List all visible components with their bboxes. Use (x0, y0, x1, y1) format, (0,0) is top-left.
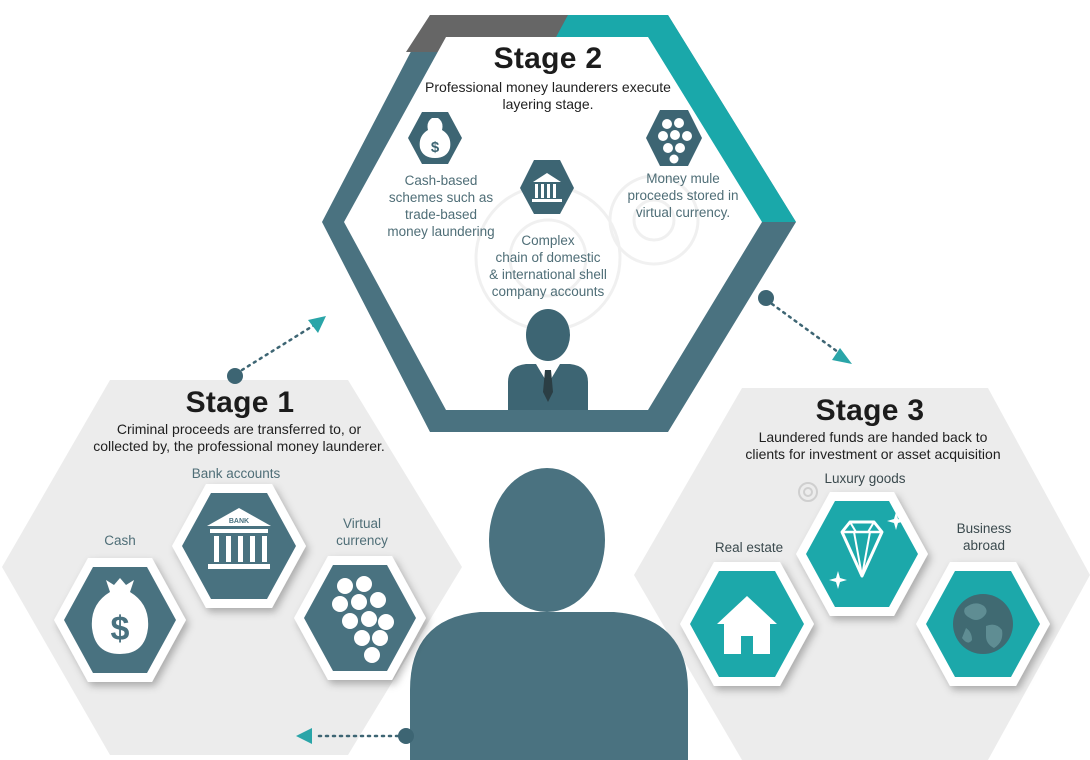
stage3-real-estate-label: Real estate (714, 540, 784, 555)
money-bag-icon: $ (408, 112, 462, 164)
stage2-title: Stage 2 (493, 42, 603, 75)
stage2-cash-schemes-label: Cash-based schemes such as trade-based m… (378, 172, 504, 240)
stage3-title: Stage 3 (815, 394, 925, 427)
stage2-description-line: layering stage. (502, 96, 594, 112)
stage2-description-line: Professional money launderers execute (425, 79, 671, 95)
stage1-cash-label: Cash (104, 533, 136, 548)
label-line: & international shell (489, 267, 607, 282)
stage1-description: Criminal proceeds are transferred to, or… (70, 421, 408, 455)
person-silhouette (410, 468, 688, 760)
coins-icon (294, 556, 426, 680)
label-line: Virtual (342, 516, 382, 531)
label-line: abroad (962, 538, 1006, 553)
label-line: Money mule (646, 171, 720, 186)
person-suit-icon (508, 309, 588, 410)
gear-icon (798, 482, 818, 502)
label-line: Complex (521, 233, 575, 248)
flow-arrow-2-to-3 (758, 290, 852, 364)
stage2-money-mule-label: Money mule proceeds stored in virtual cu… (620, 170, 746, 221)
stage3-luxury-goods-label: Luxury goods (824, 471, 906, 486)
label-line: currency (336, 533, 388, 548)
bank-building-icon (520, 160, 574, 214)
label-line: money laundering (387, 224, 495, 239)
globe-icon (916, 562, 1050, 686)
stage1-title: Stage 1 (185, 386, 295, 419)
svg-text:BANK: BANK (229, 518, 249, 525)
stage2-shell-accounts-label: Complex chain of domestic & internationa… (484, 232, 612, 300)
label-line: Business (956, 521, 1012, 536)
stage3-description-line: Laundered funds are handed back to (758, 429, 988, 445)
label-line: proceeds stored in (627, 188, 739, 203)
label-line: schemes such as (388, 190, 494, 205)
stage3-description: Laundered funds are handed back to clien… (728, 429, 1018, 463)
bank-building-icon: BANK (172, 484, 306, 608)
stage1-bank-accounts-label: Bank accounts (191, 466, 281, 481)
label-line: chain of domestic (495, 250, 601, 265)
stage2-description: Professional money launderers execute la… (410, 79, 686, 113)
label-line: virtual currency. (635, 205, 731, 220)
svg-text:$: $ (431, 139, 440, 156)
label-line: Cash-based (404, 173, 478, 188)
flow-arrow-1-to-2 (227, 316, 326, 384)
money-bag-icon: $ (54, 558, 186, 682)
stage3-business-abroad-label: Business abroad (944, 520, 1024, 554)
flow-arrow-3-to-1 (296, 728, 414, 744)
diamond-icon (796, 492, 928, 616)
label-line: trade-based (404, 207, 478, 222)
coins-icon (646, 110, 702, 166)
label-line: company accounts (491, 284, 605, 299)
svg-text:$: $ (111, 610, 130, 648)
stage3-description-line: clients for investment or asset acquisit… (745, 446, 1001, 462)
stage1-description-line: Criminal proceeds are transferred to, or (116, 421, 362, 437)
stage1-description-line: collected by, the professional money lau… (93, 438, 385, 454)
stage1-virtual-currency-label: Virtual currency (322, 515, 402, 549)
house-icon (680, 562, 814, 686)
